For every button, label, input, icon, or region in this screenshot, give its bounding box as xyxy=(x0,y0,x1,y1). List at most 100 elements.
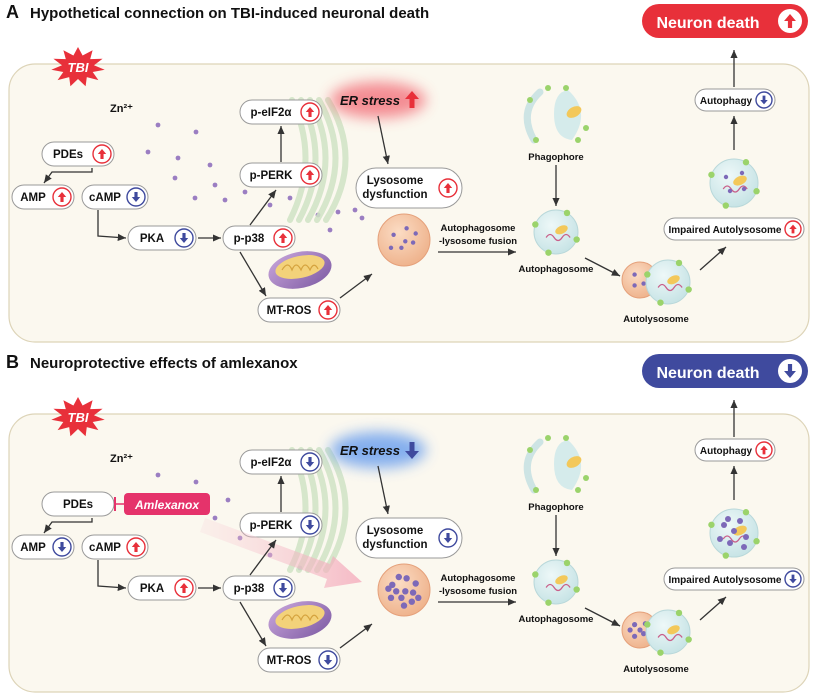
autophagosome-icon-rna xyxy=(545,583,571,592)
impaired-autolysosome-icon-dot-0 xyxy=(742,509,750,516)
node-impaired-autolysosome-icon xyxy=(784,570,802,588)
node-camp-icon-arrow xyxy=(131,192,141,202)
lysosome-cell-dot-0 xyxy=(389,581,396,588)
mitochondrion-icon xyxy=(268,251,332,289)
mitochondrion-icon xyxy=(268,601,332,639)
lysosome-label-2: dysfunction xyxy=(362,539,427,551)
autolyso-cell-rna xyxy=(657,283,683,292)
node-autophagy-icon-arrow xyxy=(760,95,768,105)
phago-mito xyxy=(566,456,582,468)
node-impaired-autolysosome: Impaired Autolysosome xyxy=(663,217,805,241)
autolyso-cell xyxy=(644,609,692,656)
lysosome-label-1: Lysosome xyxy=(367,175,423,187)
node-mt-ros-icon-arrow xyxy=(323,655,333,665)
impaired-autolysosome-icon-dot-3 xyxy=(708,521,715,528)
node-p-eif2a-icon xyxy=(300,452,320,472)
outcome-badge: Neuron death xyxy=(642,354,808,388)
lysosome-cell-dot-12 xyxy=(385,585,392,592)
node-impaired-autolysosome-label: Impaired Autolysosome xyxy=(669,225,782,236)
phago-dot-2 xyxy=(545,435,551,441)
autophagosome-icon-dot-3 xyxy=(532,221,539,228)
mito-inner xyxy=(275,605,325,629)
arrow-auto-autolyso xyxy=(584,607,621,627)
node-autophagy: Autophagy xyxy=(694,438,776,462)
outcome-arrow-icon xyxy=(784,364,796,378)
node-amp-icon-arrow xyxy=(57,542,67,552)
node-autophagy-box xyxy=(694,88,776,112)
node-impaired-autolysosome-icon-arrow xyxy=(789,574,797,584)
lysosome-cell-dot-4 xyxy=(412,580,419,587)
autolyso-lyso-dot-2 xyxy=(632,283,637,288)
autophagosome-icon-dot-2 xyxy=(545,599,552,606)
er-fold-3 xyxy=(314,447,339,573)
lysosome-dir-icon-arrow xyxy=(443,183,453,193)
impaired-autolysosome-icon-dot-0 xyxy=(742,159,750,166)
node-pdes-icon xyxy=(92,144,112,164)
node-p-eif2a: p-eIF2α xyxy=(239,99,323,125)
autolyso-cell-dot-3 xyxy=(644,621,651,628)
impaired-dot-0 xyxy=(721,522,727,528)
node-impaired-autolysosome-box xyxy=(663,217,805,241)
outcome-pill xyxy=(642,4,808,38)
phago-dot-5 xyxy=(575,487,581,493)
pink-flow-arrow xyxy=(200,518,362,588)
autolysosome-icon xyxy=(621,609,692,656)
arrow-er-lyso xyxy=(377,115,390,165)
lysosome-label-1: Lysosome xyxy=(367,525,423,537)
lysosome-cell-dot-1 xyxy=(403,575,410,582)
lysosome-cell-dot-6 xyxy=(403,239,408,244)
node-p-perk: p-PERK xyxy=(239,162,323,188)
lysosome-cell-dot-9 xyxy=(393,588,400,595)
node-camp: cAMP xyxy=(81,184,149,210)
node-camp: cAMP xyxy=(81,534,149,560)
arrow-p38-ros xyxy=(239,601,267,647)
node-amp-icon xyxy=(52,537,72,557)
autophagosome-icon-rna xyxy=(545,233,571,242)
node-p-p38-icon xyxy=(273,578,293,598)
node-amp-icon-arrow xyxy=(57,192,67,202)
node-p-eif2a-label: p-eIF2α xyxy=(251,107,292,119)
autolyso-cell-dot-3 xyxy=(644,271,651,278)
amlexanox-box xyxy=(124,493,210,515)
zn-ion-13 xyxy=(335,209,341,215)
impaired-dot-6 xyxy=(741,544,747,550)
impaired-autolysosome-icon xyxy=(708,508,760,559)
node-p-perk-box xyxy=(239,512,323,538)
lysosome-cell-dot-10 xyxy=(415,594,422,601)
autolyso-lyso-dot-5 xyxy=(627,627,633,633)
node-p-p38: p-p38 xyxy=(222,225,296,251)
zn-ion-5 xyxy=(172,175,178,181)
autolysosome-label: Autolysosome xyxy=(623,314,688,325)
mito-cristae xyxy=(281,264,319,272)
zn-ion-10 xyxy=(267,202,273,208)
node-mt-ros-label: MT-ROS xyxy=(267,305,312,317)
impaired-autolysosome-icon xyxy=(708,158,760,209)
autolysosome-label: Autolysosome xyxy=(623,664,688,675)
zn-ion-1 xyxy=(193,479,199,485)
impaired-autolysosome-icon-dot-3 xyxy=(708,171,715,178)
node-autophagy: Autophagy xyxy=(694,88,776,112)
panel-letter: B xyxy=(6,352,19,372)
zn-ion-0 xyxy=(155,122,161,128)
arrow-p38-perk xyxy=(249,539,277,576)
node-p-p38-icon xyxy=(273,228,293,248)
autolyso-lyso-dot-1 xyxy=(641,281,646,286)
node-pka-icon-arrow xyxy=(179,583,189,593)
node-p-eif2a-box xyxy=(239,449,323,475)
arrow-auto-autolyso xyxy=(584,257,621,277)
node-impaired-autolysosome-icon-arrow xyxy=(789,224,797,234)
phago-arc-1 xyxy=(523,88,544,144)
autolyso-cell xyxy=(644,259,692,306)
node-p-p38: p-p38 xyxy=(222,575,296,601)
zn-ion-0 xyxy=(155,472,161,478)
node-pka-icon xyxy=(174,228,194,248)
node-p-perk-label: p-PERK xyxy=(250,520,294,532)
node-mt-ros-icon xyxy=(318,650,338,670)
node-p-perk: p-PERK xyxy=(239,512,323,538)
autophagosome-icon-dot-0 xyxy=(563,559,571,567)
phago-dot-0 xyxy=(527,97,533,103)
lysosome-cell-dot-0 xyxy=(391,232,396,237)
phago-dot-5 xyxy=(575,137,581,143)
arrow-er-lyso xyxy=(377,465,390,515)
